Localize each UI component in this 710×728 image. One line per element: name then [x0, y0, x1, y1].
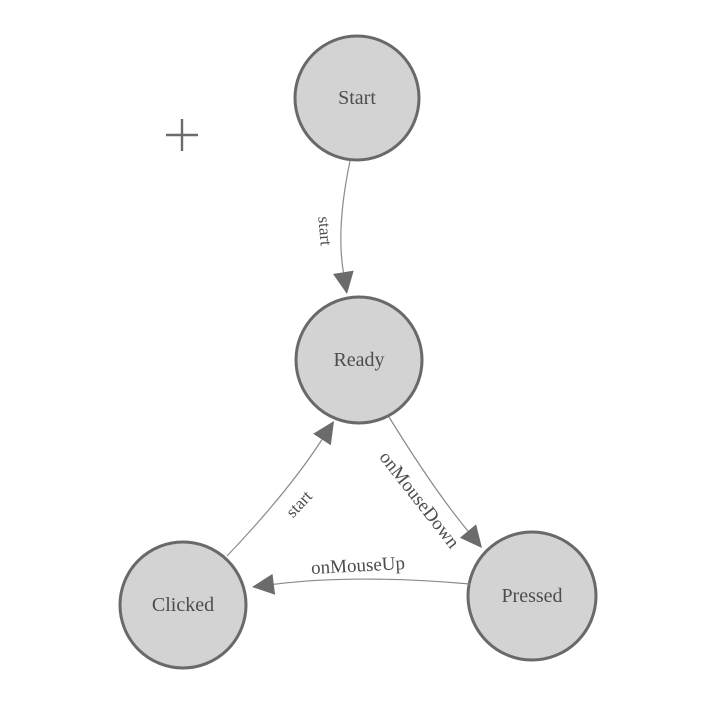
- node-start[interactable]: Start: [293, 34, 421, 162]
- edge-line-ready-to-pressed[interactable]: [388, 416, 469, 532]
- edge-line-start-to-ready[interactable]: [340, 160, 351, 273]
- edge-line-clicked-to-ready[interactable]: [226, 439, 323, 557]
- node-circle-clicked[interactable]: [118, 540, 248, 670]
- node-label-pressed: Pressed: [501, 585, 562, 607]
- node-label-ready: Ready: [333, 349, 384, 371]
- crosshair-cursor: [166, 119, 198, 151]
- arrowhead-icon: [313, 421, 334, 446]
- edge-label-start-to-ready: start: [314, 216, 336, 247]
- node-circle-pressed[interactable]: [466, 530, 598, 662]
- arrowhead-icon: [333, 270, 354, 294]
- node-clicked[interactable]: Clicked: [118, 540, 248, 670]
- edge-pressed-to-clicked[interactable]: onMouseUp: [252, 553, 471, 595]
- node-circle-ready[interactable]: [294, 295, 424, 425]
- node-circle-start[interactable]: [293, 34, 421, 162]
- edge-ready-to-pressed[interactable]: onMouseDown: [375, 416, 482, 553]
- cursor-layer: [166, 119, 198, 151]
- node-ready[interactable]: Ready: [294, 295, 424, 425]
- edge-label-pressed-to-clicked: onMouseUp: [311, 553, 406, 579]
- arrowhead-icon: [252, 573, 276, 595]
- arrowhead-icon: [459, 524, 482, 548]
- edge-clicked-to-ready[interactable]: start: [226, 421, 334, 557]
- node-label-start: Start: [338, 87, 376, 109]
- node-label-clicked: Clicked: [152, 594, 214, 616]
- edge-label-clicked-to-ready: start: [282, 487, 316, 522]
- node-pressed[interactable]: Pressed: [466, 530, 598, 662]
- edge-line-pressed-to-clicked[interactable]: [273, 578, 471, 585]
- edge-start-to-ready[interactable]: start: [314, 160, 354, 294]
